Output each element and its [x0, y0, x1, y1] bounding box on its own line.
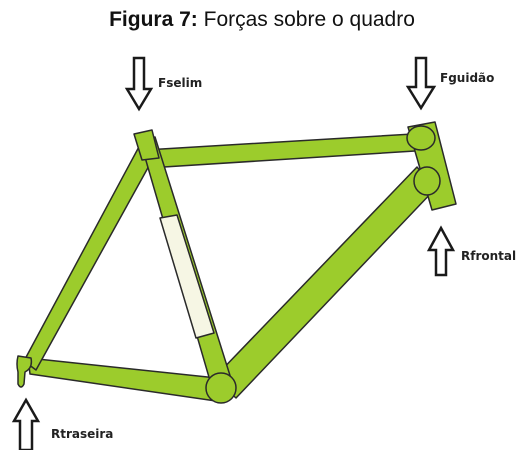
chain-stay [27, 357, 218, 402]
caption-label: Figura 7: [109, 8, 198, 31]
arrow-fselim [124, 56, 154, 112]
caption-text: Forças sobre o quadro [197, 8, 415, 31]
arrow-rfrontal [426, 225, 456, 277]
force-label-fguidao: Fguidão [440, 71, 494, 85]
seat-tube-insert [159, 214, 215, 339]
force-label-rfrontal: Rfrontal [461, 249, 516, 263]
head-tube-top-lug [406, 125, 436, 151]
seat-collar [133, 129, 160, 161]
force-label-rtraseira: Rtraseira [51, 427, 113, 441]
bottom-bracket [205, 372, 237, 404]
head-tube-bottom-lug [413, 166, 441, 196]
force-label-fselim: Fselim [158, 76, 202, 90]
figure-caption: Figura 7: Forças sobre o quadro [0, 8, 524, 32]
top-tube [144, 133, 416, 169]
down-tube [213, 166, 436, 399]
arrow-fguidao [405, 56, 437, 111]
bicycle-frame [16, 121, 457, 404]
arrow-rtraseira [11, 397, 41, 450]
rear-dropout [16, 355, 33, 388]
seat-stay [23, 142, 156, 371]
